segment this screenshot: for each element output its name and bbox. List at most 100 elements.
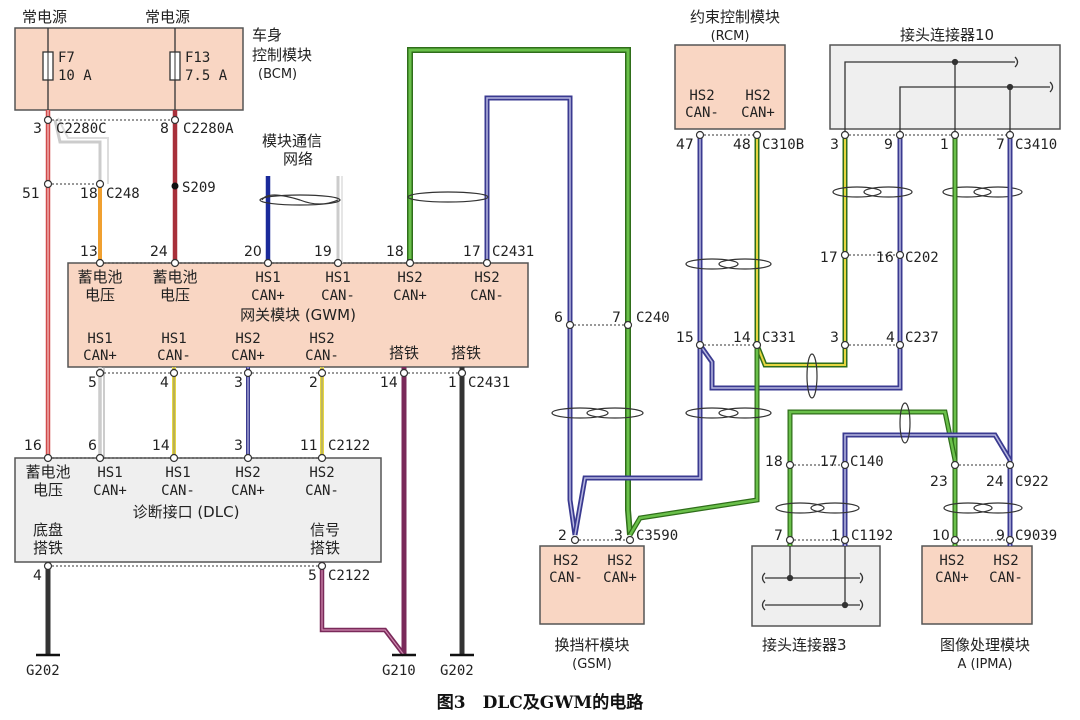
- figure-caption: 图3 DLC及GWM的电路: [437, 692, 644, 713]
- dlc-label-hs1m: HS1: [165, 465, 190, 481]
- wire-gwm5-dlc6: [98, 367, 105, 458]
- s10-pin-9: 9: [884, 137, 893, 153]
- bcm-supply-right: 常电源: [145, 8, 190, 26]
- twist-splice10: [832, 186, 1023, 198]
- bcm-supply-left: 常电源: [22, 8, 67, 26]
- network-label-1: 模块通信: [262, 132, 322, 150]
- gwm-bpin-2: 2: [309, 375, 318, 391]
- c248-pin-a: 51: [22, 186, 40, 202]
- dlc-labels: 蓄电池 电压 HS1 CAN+ HS1 CAN- HS2 CAN+ HS2 CA…: [25, 463, 340, 557]
- gwm-bl-1: HS1: [87, 331, 112, 347]
- dlc-label-hs1p-b: CAN+: [93, 483, 127, 499]
- gwm-label-hs1m: HS1: [325, 270, 350, 286]
- gwm-bl-2b: CAN-: [157, 348, 191, 364]
- c922-pin-a: 23: [930, 474, 948, 490]
- s3-pin-7: 7: [774, 528, 783, 544]
- ipma-name-2: A (IPMA): [958, 657, 1013, 672]
- wire-c140-blue-core: [844, 434, 1011, 546]
- s10-pin-1: 1: [940, 137, 949, 153]
- s10-conn: C3410: [1015, 137, 1057, 153]
- gwm-bpin-3: 3: [234, 375, 243, 391]
- splice10-title: 接头连接器10: [900, 26, 994, 44]
- gwm-pin-17: 17: [463, 244, 481, 260]
- gwm-pin-18: 18: [386, 244, 404, 260]
- gwm-bl-4: HS2: [309, 331, 334, 347]
- c140-pin-b: 17: [820, 454, 838, 470]
- splice3-box: [751, 545, 881, 627]
- rcm-label-2: HS2: [745, 88, 770, 104]
- gwm-top-pins: 13 24 20 19 18 17 C2431: [80, 244, 534, 260]
- rcm-label-2b: CAN+: [741, 105, 775, 121]
- fuse-f13: [169, 28, 181, 110]
- dlc-bpin-4: 4: [33, 568, 42, 584]
- s3-conn: C1192: [851, 528, 893, 544]
- c202-pin-a: 17: [820, 250, 838, 266]
- splice-s209-dot: [171, 182, 179, 190]
- gwm-pin-20: 20: [244, 244, 262, 260]
- c331-conn: C331: [762, 330, 796, 346]
- fuse-f7: [42, 28, 54, 110]
- rcm-labels: 约束控制模块 (RCM) HS2 CAN- HS2 CAN+: [685, 8, 780, 121]
- ipma-labels: HS2 CAN+ HS2 CAN- 图像处理模块 A (IPMA): [935, 553, 1030, 672]
- gsm-labels: HS2 CAN- HS2 CAN+ 换挡杆模块 (GSM): [549, 553, 637, 672]
- rcm-label-1b: CAN-: [685, 105, 719, 121]
- bcm-pin-right: 8: [160, 121, 169, 137]
- wire-c331-blue-down-core: [574, 345, 701, 536]
- dlc-chassis-1: 底盘: [33, 521, 63, 539]
- ipma-label-1: HS2: [939, 553, 964, 569]
- gwm-label-hs1p: HS1: [255, 270, 280, 286]
- gwm-bl-1b: CAN+: [83, 348, 117, 364]
- wire-bcm-c248-white2: [57, 117, 109, 184]
- dlc-label-hs1m-b: CAN-: [161, 483, 195, 499]
- ground-g210: G210: [382, 663, 416, 679]
- bcm-conn-right: C2280A: [183, 121, 234, 137]
- gwm-bl-3b: CAN+: [231, 348, 265, 364]
- c240-pin-b: 7: [612, 310, 621, 326]
- gwm-bl-2: HS1: [161, 331, 186, 347]
- dlc-pin-3: 3: [234, 438, 243, 454]
- gwm-label-batt-1: 蓄电池: [77, 268, 122, 286]
- rcm-pin-48: 48: [733, 137, 751, 153]
- c922-conn: C922: [1015, 474, 1049, 490]
- s10-pin-3: 3: [830, 137, 839, 153]
- dlc-pin-6: 6: [88, 438, 97, 454]
- dlc-pin-14: 14: [152, 438, 170, 454]
- gsm-name-1: 换挡杆模块: [554, 636, 629, 654]
- rcm-title-1: 约束控制模块: [690, 8, 780, 26]
- s10-pin-7: 7: [996, 137, 1005, 153]
- bcm-pin-left: 3: [33, 121, 42, 137]
- ipma-pin-9: 9: [996, 528, 1005, 544]
- gwm-top-conn: C2431: [492, 244, 534, 260]
- twist-rcm: [685, 258, 818, 419]
- dlc-bottom-conn: C2122: [328, 568, 370, 584]
- gwm-bpin-5: 5: [88, 375, 97, 391]
- gwm-label-hs1m-b: CAN-: [321, 288, 355, 304]
- gwm-top-labels: 蓄电池 电压 蓄电池 电压 HS1 CAN+ HS1 CAN- HS2 CAN+…: [77, 268, 503, 364]
- ground-g202-right: G202: [440, 663, 474, 679]
- dlc-label-hs2p: HS2: [235, 465, 260, 481]
- twist-network: [259, 194, 341, 206]
- dlc-pin-11: 11: [300, 438, 318, 454]
- gwm-box: [67, 262, 529, 368]
- wire-c331-blue-down: [572, 345, 703, 536]
- fuse-left-amp: 10 A: [58, 68, 92, 84]
- c248-pin-b: 18: [80, 186, 98, 202]
- gwm-name: 网关模块 (GWM): [240, 306, 356, 324]
- c248-conn: C248: [106, 186, 140, 202]
- gwm-label-hs2p-b: CAN+: [393, 288, 427, 304]
- gwm-label-batt-1b: 电压: [85, 286, 115, 304]
- rcm-conn: C310B: [762, 137, 804, 153]
- wire-dlc5-g210-core: [321, 562, 405, 656]
- twist-c240: [551, 407, 644, 419]
- splice3-internal: [761, 546, 864, 611]
- ground-g202-left: G202: [26, 663, 60, 679]
- gwm-label-hs2m-b: CAN-: [470, 288, 504, 304]
- dlc-signal-2: 搭铁: [310, 539, 340, 557]
- dlc-label-hs2m-b: CAN-: [305, 483, 339, 499]
- dlc-label-hs2p-b: CAN+: [231, 483, 265, 499]
- ipma-label-2b: CAN-: [989, 570, 1023, 586]
- dlc-signal-1: 信号: [310, 521, 340, 539]
- c922-pin-b: 24: [986, 474, 1004, 490]
